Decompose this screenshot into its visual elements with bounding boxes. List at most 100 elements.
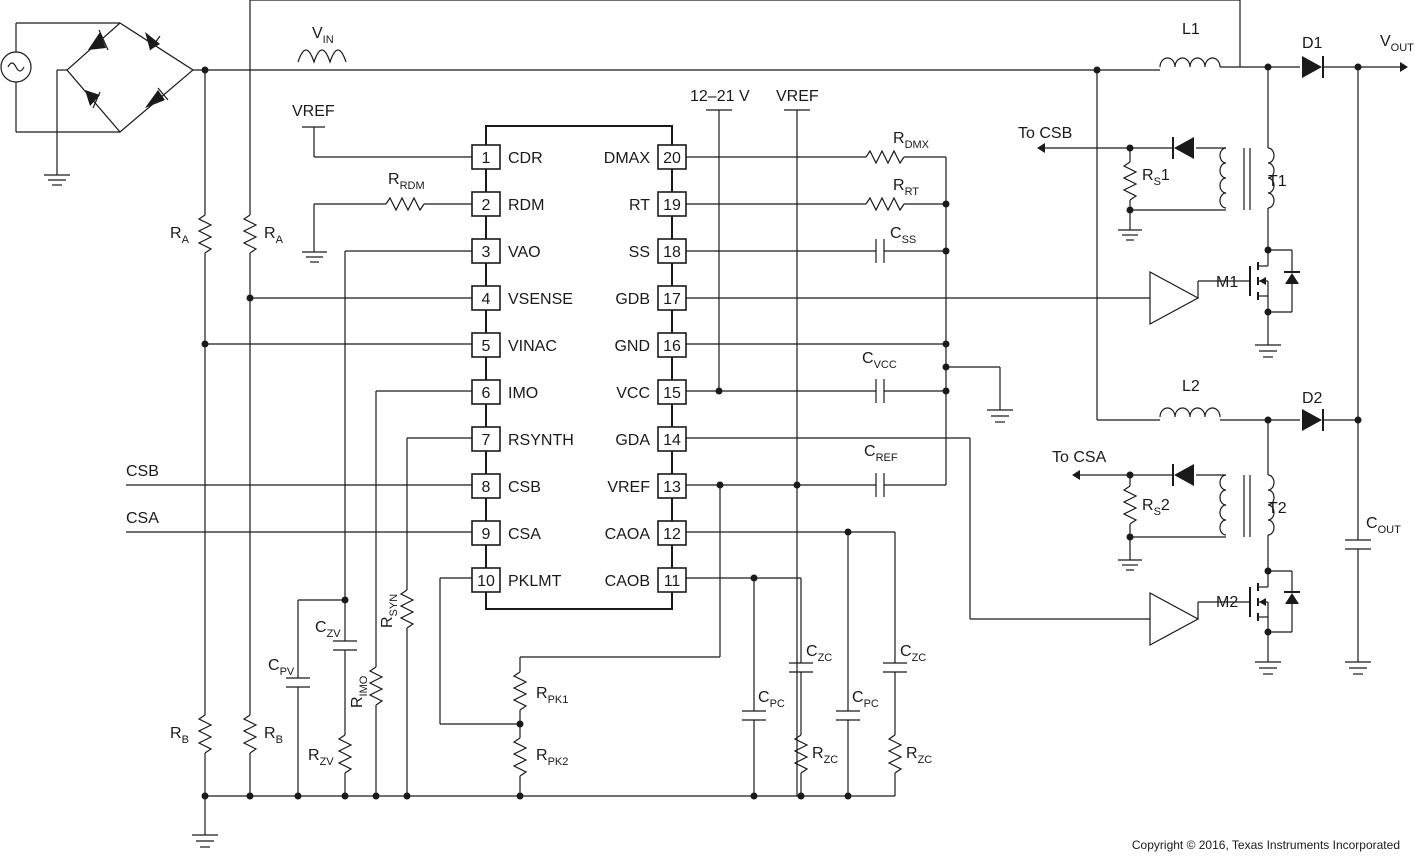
m1-label: M1 [1216, 274, 1238, 291]
rzv-label: RZV [308, 747, 334, 768]
supply-label: 12–21 V [690, 88, 750, 105]
pin-number: 1 [482, 150, 491, 167]
rpk2-resistor [512, 737, 528, 777]
ra2-resistor [242, 214, 258, 254]
rs1-label: RS1 [1142, 167, 1170, 188]
ra2-label: RA [264, 225, 284, 246]
pin-number: 17 [663, 291, 681, 308]
pin-number: 10 [477, 573, 495, 590]
pin-name: CDR [508, 150, 543, 167]
rs2-label: RS2 [1142, 497, 1170, 518]
vref-top-label: VREF [776, 88, 819, 105]
rzc1-label: RZC [812, 745, 838, 766]
to-csa-label: To CSA [1052, 449, 1107, 466]
pin-number: 20 [663, 150, 681, 167]
rb1-label: RB [170, 725, 189, 746]
controller-ic [485, 125, 673, 610]
pin-name: VINAC [508, 338, 557, 355]
t1-primary [1267, 147, 1275, 209]
t1-label: T1 [1268, 173, 1287, 190]
rsyn-resistor [399, 589, 415, 629]
pin-number: 4 [482, 291, 491, 308]
vin-label: VIN [312, 25, 334, 46]
pin-number: 2 [482, 197, 491, 214]
rrdm-resistor [385, 196, 425, 212]
pin-name: GND [614, 338, 650, 355]
bridge-rectifier [44, 22, 195, 186]
rzc2-resistor [887, 734, 903, 774]
ic-right-pins: 20DMAX19RT18SS17GDB16GND15VCC14GDA13VREF… [604, 144, 687, 593]
rrt-resistor [865, 196, 905, 212]
l1-label: L1 [1182, 21, 1200, 38]
d2-label: D2 [1302, 390, 1323, 407]
rimo-label: RIMO [349, 675, 370, 708]
ra1-resistor [197, 214, 213, 254]
t2-primary [1267, 474, 1275, 536]
pin-name: PKLMT [508, 573, 562, 590]
pin-number: 14 [663, 432, 681, 449]
pin-name: VREF [607, 479, 650, 496]
pin-number: 12 [663, 526, 681, 543]
rzv-resistor [337, 734, 353, 774]
ic-pin-19: 19 RT [629, 191, 687, 217]
ic-pin-8: 8 CSB [471, 473, 541, 499]
rb2-resistor [242, 714, 258, 754]
rs1-resistor [1122, 161, 1138, 201]
m2-mosfet [1198, 567, 1300, 675]
rrt-label: RRT [893, 177, 919, 198]
pin-name: RSYNTH [508, 432, 574, 449]
pin-number: 8 [482, 479, 491, 496]
t2-label: T2 [1268, 500, 1287, 517]
cvcc-label: CVCC [862, 350, 897, 371]
ic-pin-20: 20 DMAX [604, 144, 687, 170]
ic-pin-10: 10 PKLMT [471, 567, 562, 593]
l1-inductor [1159, 57, 1221, 68]
rs2-resistor [1122, 485, 1138, 525]
pin-name: DMAX [604, 150, 651, 167]
czc2-label: CZC [900, 643, 926, 664]
gate-driver-a [1149, 591, 1200, 647]
pin-name: GDB [615, 291, 650, 308]
rpk1-resistor [512, 671, 528, 711]
ic-pin-17: 17 GDB [615, 285, 687, 311]
pin-name: VAO [508, 244, 541, 261]
rb1-resistor [197, 714, 213, 754]
pin-number: 18 [663, 244, 681, 261]
ic-pin-7: 7 RSYNTH [471, 426, 574, 452]
cpc2-label: CPC [852, 689, 879, 710]
csa-input-label: CSA [126, 510, 159, 527]
pin-name: SS [629, 244, 650, 261]
cpv-label: CPV [268, 657, 295, 678]
ic-pin-1: 1 CDR [471, 144, 543, 170]
ac-source [0, 22, 120, 133]
cout-label: COUT [1366, 515, 1401, 536]
pin-name: CSB [508, 479, 541, 496]
rdmx-label: RDMX [893, 130, 930, 151]
ra1-label: RA [170, 225, 190, 246]
t2-secondary [1219, 474, 1227, 536]
pin-number: 19 [663, 197, 681, 214]
pin-number: 5 [482, 338, 491, 355]
pin-number: 7 [482, 432, 491, 449]
rimo-resistor [368, 666, 384, 706]
cref-label: CREF [864, 443, 898, 464]
vref-left-label: VREF [292, 103, 335, 120]
pin-name: RT [629, 197, 650, 214]
cpc1-label: CPC [758, 689, 785, 710]
rrdm-label: RRDM [388, 171, 425, 192]
pin-name: CAOB [605, 573, 650, 590]
to-csb-label: To CSB [1018, 125, 1072, 142]
rb2-label: RB [264, 725, 283, 746]
rdmx-resistor [865, 149, 905, 165]
m1-mosfet [1198, 246, 1300, 358]
